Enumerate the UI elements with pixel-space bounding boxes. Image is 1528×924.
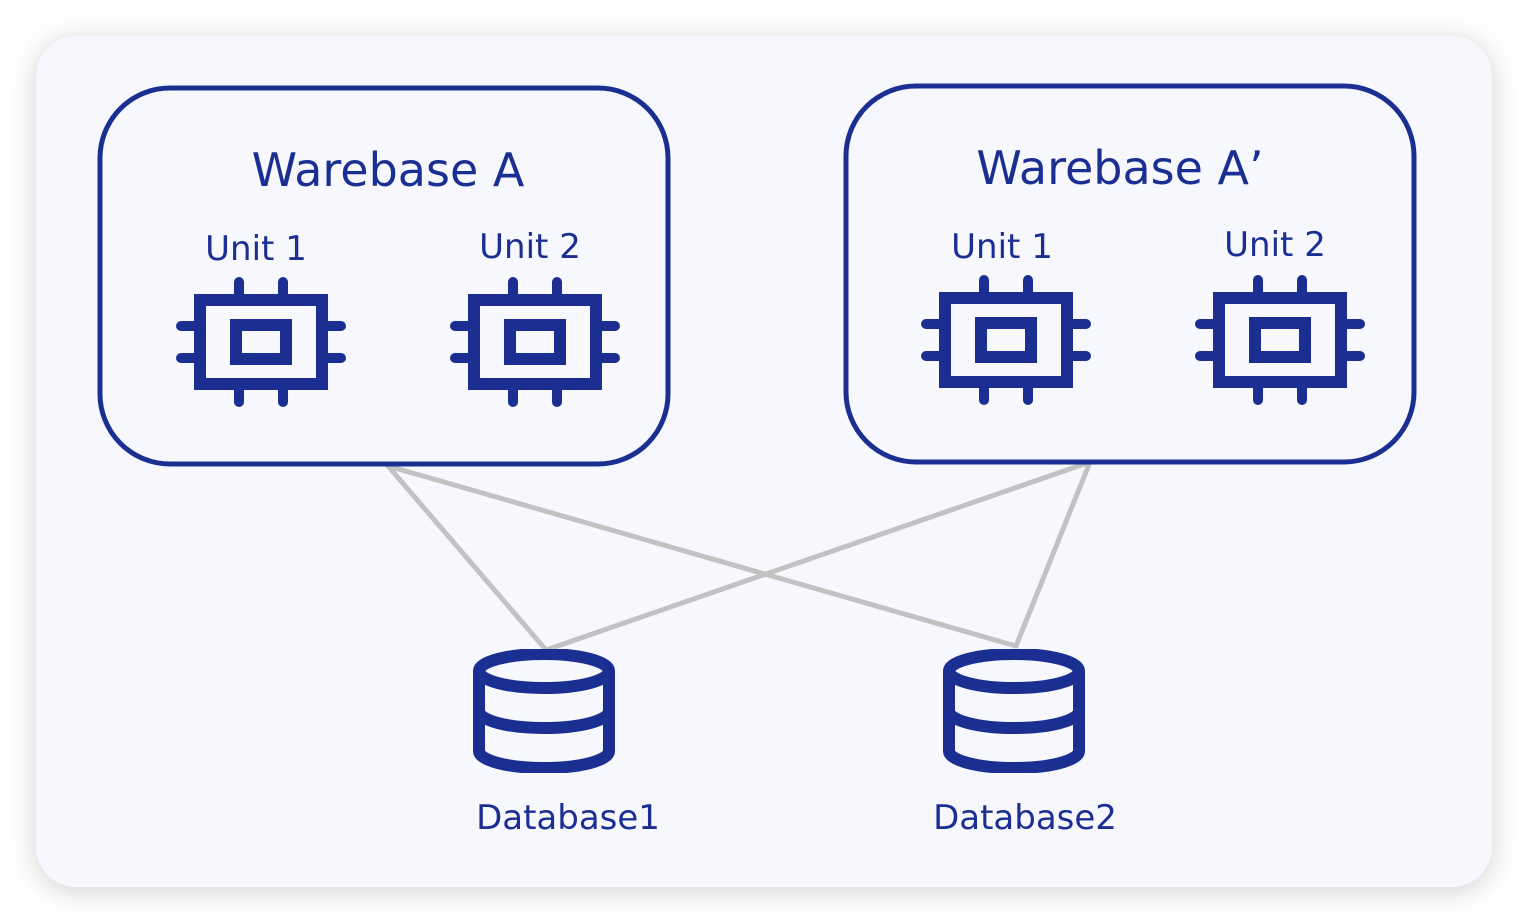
connector-warebase-a-to-database2 [385,463,1019,649]
database-2-label: Database2 [933,798,1117,838]
warebase-a-prime-unit-1-label: Unit 1 [951,227,1053,267]
connector-warebase-a-to-database1 [385,463,549,653]
connector-warebase-a-prime-to-database1 [543,459,1093,653]
database-2: Database2 [933,654,1117,838]
warebase-a-box [97,85,671,467]
warebase-a-prime-box [843,83,1417,465]
connectors [385,459,1093,653]
connector-warebase-a-prime-to-database2 [1013,459,1093,649]
database-1-label: Database1 [476,798,660,838]
warebase-a-unit-2-label: Unit 2 [479,227,581,267]
warebase-a-prime-title: Warebase A’ [976,141,1263,195]
warebase-a-unit-1-label: Unit 1 [205,229,307,269]
warebase-a: Warebase A Unit 1 Unit 2 [97,85,671,467]
database-1: Database1 [476,654,660,838]
warebase-a-title: Warebase A [252,143,525,197]
warebase-a-prime-unit-2-label: Unit 2 [1224,225,1326,265]
warebase-a-prime: Warebase A’ Unit 1 Unit 2 [843,83,1417,465]
